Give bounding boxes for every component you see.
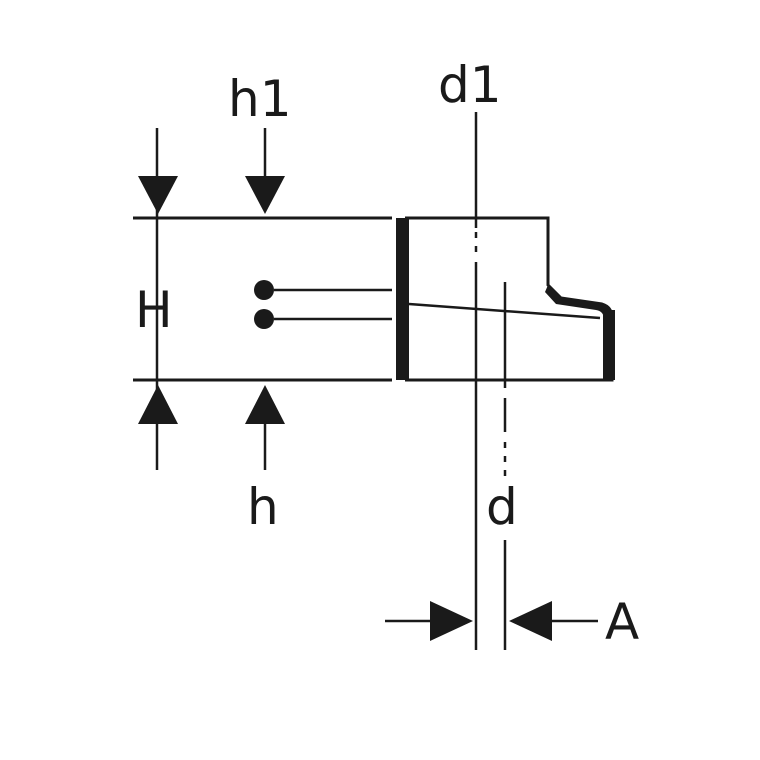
reducer-outline xyxy=(405,216,614,382)
label-H: H xyxy=(135,281,173,339)
joint-dot-upper xyxy=(254,280,274,300)
reducer-shoulder xyxy=(545,285,612,318)
label-h1: h1 xyxy=(228,70,292,128)
reducer-left-wall xyxy=(396,218,409,380)
reducer-right-wall xyxy=(603,310,615,380)
label-d1: d1 xyxy=(438,56,502,114)
h1-arrow xyxy=(245,176,285,214)
A-left-arrow xyxy=(430,601,473,641)
joint-dot-lower xyxy=(254,309,274,329)
label-h: h xyxy=(247,478,279,536)
A-right-arrow xyxy=(509,601,552,641)
h-arrow xyxy=(245,385,285,424)
label-A: A xyxy=(605,593,640,651)
label-d: d xyxy=(486,478,518,536)
H-bottom-arrow xyxy=(138,385,178,424)
H-top-arrow xyxy=(138,176,178,214)
